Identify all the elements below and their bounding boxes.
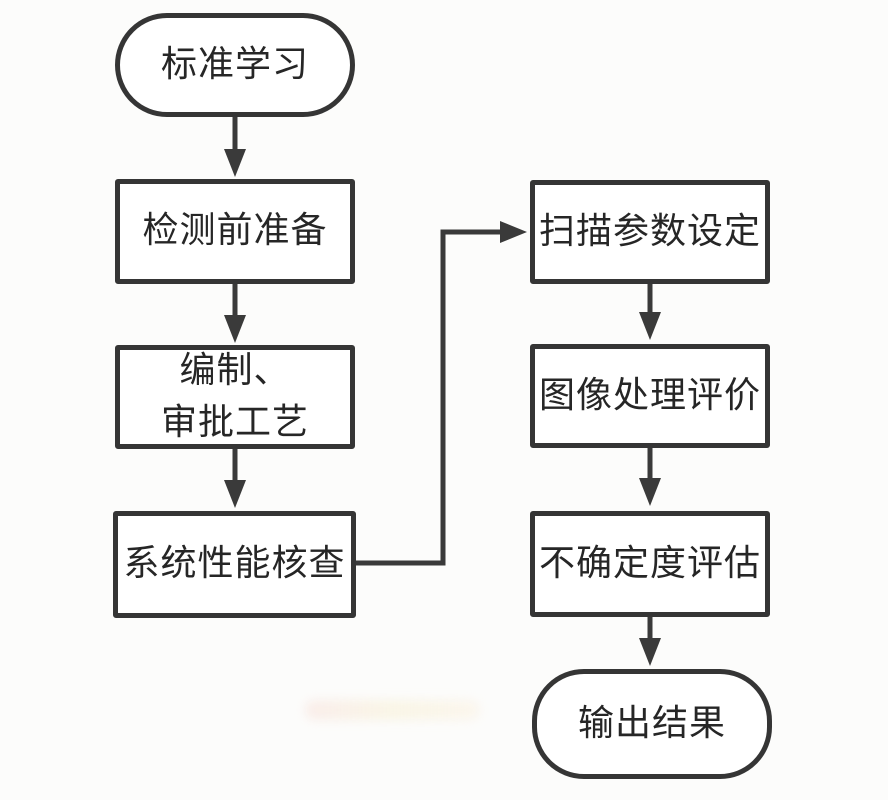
arrowhead-down-icon [224,315,246,343]
node-prep: 检测前准备 [115,179,355,284]
edge-prep-procedure [224,282,246,343]
node-prep-label: 检测前准备 [142,210,328,252]
arrowhead-down-icon [224,149,246,177]
arrowhead-down-icon [639,478,661,506]
node-system-check: 系统性能核查 [113,511,356,618]
arrowhead-down-icon [639,312,661,340]
edge-system-check-scan-params [356,221,527,566]
arrowhead-down-icon [224,480,246,508]
node-output: 输出结果 [532,669,772,779]
node-uncertainty: 不确定度评估 [530,511,770,617]
node-image-eval: 图像处理评价 [530,344,770,448]
watermark-smudge [305,700,480,720]
edge-uncertainty-output [639,615,661,666]
node-image-eval-label: 图像处理评价 [538,374,761,416]
edge-image-eval-uncertainty [639,446,661,506]
node-scan-params: 扫描参数设定 [530,180,770,284]
node-output-label: 输出结果 [577,702,726,744]
arrowhead-down-icon [639,638,661,666]
node-procedure-label: 编制、 审批工艺 [160,349,309,443]
node-uncertainty-label: 不确定度评估 [538,542,761,584]
arrowhead-right-icon [500,221,527,243]
node-system-check-label: 系统性能核查 [123,543,346,585]
node-procedure: 编制、 审批工艺 [115,345,355,449]
edge-start-prep [224,116,246,177]
node-start-label: 标准学习 [160,43,309,85]
edge-procedure-system-check [224,447,246,508]
node-start: 标准学习 [115,13,355,117]
node-scan-params-label: 扫描参数设定 [538,210,761,252]
edge-scan-params-image-eval [639,282,661,340]
